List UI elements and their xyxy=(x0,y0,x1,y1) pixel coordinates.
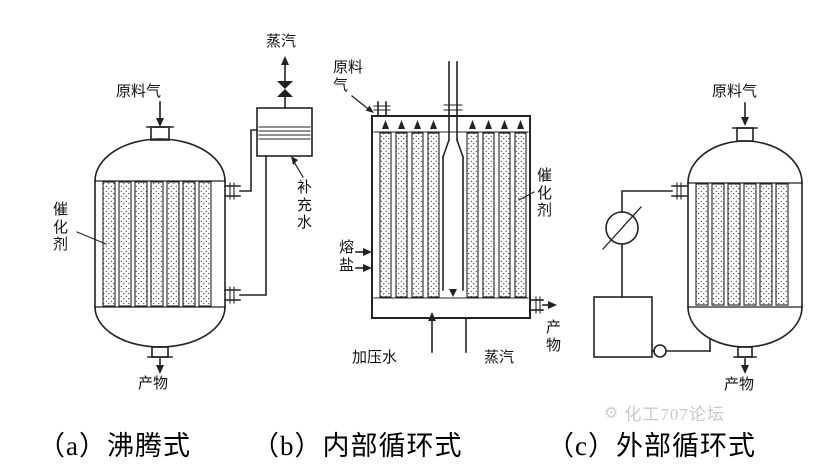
label-c-feed-gas: 原料气 xyxy=(712,84,758,100)
tube-flow-arrows xyxy=(382,120,524,129)
label-a-feed-gas: 原料气 xyxy=(116,84,162,100)
caption-b: （b）内部循环式 xyxy=(252,431,463,461)
reactor-a-top-dome xyxy=(94,138,226,182)
watermark-text: 化工707论坛 xyxy=(624,405,725,424)
downcomer-pipe xyxy=(239,155,267,296)
reactor-b-shell xyxy=(371,115,531,319)
downcomer-arrow xyxy=(449,289,457,297)
reactor-b-catalyst-tubes xyxy=(379,132,527,298)
reactor-c-catalyst-tubes xyxy=(695,183,789,306)
feed-arrow-b xyxy=(365,105,374,113)
feed-arrow-c xyxy=(741,117,749,126)
reactor-a-catalyst-tubes xyxy=(102,181,212,307)
gears-icon: ⚙ xyxy=(604,404,620,422)
external-loop-pipe xyxy=(621,190,673,213)
label-b-catalyst: 催化剂 xyxy=(536,168,552,220)
caption-c: （c）外部循环式 xyxy=(547,431,756,461)
product-arrow-b xyxy=(548,301,557,309)
feed-arrow-a xyxy=(156,118,164,127)
reactor-b-drawing xyxy=(351,61,557,353)
reactor-c-drawing xyxy=(593,102,803,374)
reactor-a-bottom-dome xyxy=(94,306,226,348)
label-a-steam: 蒸汽 xyxy=(266,34,297,50)
caption-a: （a）沸腾式 xyxy=(38,431,191,461)
product-arrow-a xyxy=(156,365,164,374)
label-a-makeup-water: 补充水 xyxy=(296,180,312,232)
reactor-c-top-dome xyxy=(687,140,803,184)
label-b-pressurized-water: 加压水 xyxy=(352,350,398,366)
label-a-product: 产物 xyxy=(138,376,169,392)
water-level-hatching xyxy=(258,126,311,140)
pump-symbol xyxy=(653,344,667,358)
label-c-product: 产物 xyxy=(724,377,755,393)
water-arrow-b xyxy=(428,312,436,321)
label-b-product: 产物 xyxy=(545,320,561,354)
product-arrow-c xyxy=(741,365,749,374)
steam-drum xyxy=(256,107,313,157)
steam-valve-icon xyxy=(277,81,293,89)
riser-pipe xyxy=(239,129,258,192)
steam-arrow-a xyxy=(281,56,289,65)
label-a-catalyst: 催化剂 xyxy=(52,202,68,254)
label-b-steam: 蒸汽 xyxy=(484,350,515,366)
reactor-c-bottom-dome xyxy=(687,306,803,348)
watermark: ⚙ 化工707论坛 xyxy=(604,400,725,425)
label-b-molten-salt: 熔盐 xyxy=(338,240,354,274)
label-b-feed-gas: 原料气 xyxy=(333,60,364,94)
external-drum xyxy=(593,296,653,358)
reactor-a-drawing xyxy=(76,56,313,374)
